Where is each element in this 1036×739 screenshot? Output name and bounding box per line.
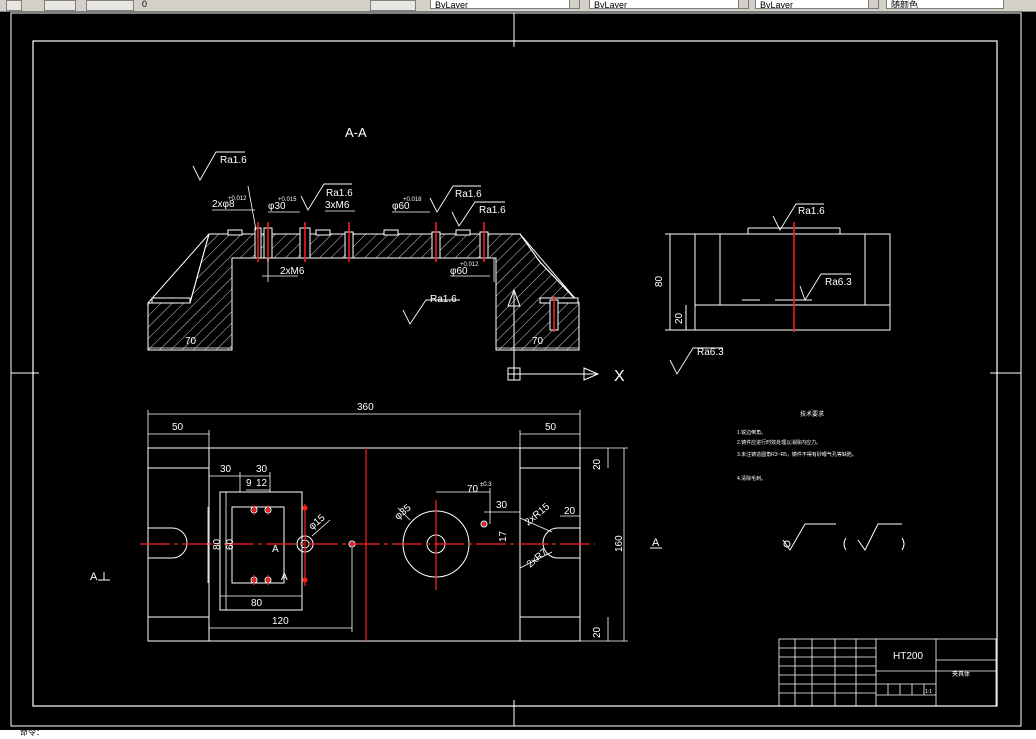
- roughness-label: Ra1.6: [455, 189, 482, 200]
- technical-notes: 技术要求 1.锐边倒角。 2.铸件应进行时效处理以消除内应力。 3.未注铸造圆角…: [737, 410, 857, 482]
- dim-17: 17: [498, 530, 509, 542]
- view-mark-a-left: A: [90, 571, 98, 583]
- lineweight-value: ByLayer: [760, 0, 794, 9]
- chevron-down-icon[interactable]: [868, 0, 878, 8]
- dim-overall-360: 360: [357, 402, 374, 413]
- roughness-label: Ra6.3: [825, 277, 852, 288]
- roughness-label: Ra6.3: [697, 347, 724, 358]
- dim-30: 30: [256, 464, 268, 475]
- dim-2xr15: 2xR15: [523, 501, 553, 528]
- dim-side-80: 80: [654, 275, 665, 287]
- layer-select[interactable]: 0: [142, 0, 148, 9]
- roughness-label: Ra1.6: [798, 206, 825, 217]
- view-mark-a-right: A: [652, 537, 660, 549]
- dim-phi15: φ15: [307, 512, 328, 532]
- layer-previous-button[interactable]: [370, 0, 416, 11]
- linetype-select[interactable]: ByLayer: [589, 0, 749, 9]
- dim-70: 70: [467, 484, 479, 495]
- plan-dimension-labels: 360 50 50 30 30 9 12 80 60 80 120 φ15 φ3…: [172, 402, 625, 638]
- side-view: [665, 227, 891, 331]
- dim-30-right: 30: [496, 500, 508, 511]
- roughness-labels: Ra1.6 Ra1.6 Ra1.6 Ra1.6 Ra1.6 Ra1.6 Ra6.…: [220, 155, 852, 358]
- roughness-label: Ra1.6: [430, 294, 457, 305]
- callout-3xm6: 3xM6: [325, 200, 350, 211]
- dim-right-50: 50: [545, 422, 557, 433]
- ucs-icon: [507, 288, 600, 381]
- view-arrows: [98, 547, 662, 581]
- layer-state-icons[interactable]: [44, 0, 76, 11]
- roughness-symbols: [192, 151, 851, 375]
- callout-2x8-tol: +0.012: [228, 196, 247, 202]
- layer-manager-button[interactable]: [6, 0, 22, 11]
- dim-phi35: φ35: [393, 502, 414, 522]
- title-part-name: 夹具体: [952, 670, 970, 678]
- plan-hole-dots: [252, 505, 486, 583]
- drawing-canvas[interactable]: A-A 2xφ8 +0.012 φ30: [0, 12, 1036, 739]
- dim-120: 120: [272, 616, 289, 627]
- dim-right-70: 70: [532, 336, 544, 347]
- callout-phi60b-tol: +0.012: [460, 262, 479, 268]
- notes-line: 3.未注铸造圆角R3~R5，铸件不得有砂眼气孔等缺陷。: [737, 451, 857, 458]
- centering-marks: [11, 13, 1021, 726]
- command-line[interactable]: [0, 730, 1036, 739]
- section-center-lines: [257, 222, 555, 332]
- callout-phi60b: φ60: [450, 266, 468, 277]
- dim-left-50: 50: [172, 422, 184, 433]
- callout-2x8: 2xφ8: [212, 199, 235, 210]
- properties-toolbar: 0 ByLayer ByLayer ByLayer 随颜色: [0, 0, 1036, 12]
- dim-80-horizontal: 80: [251, 598, 263, 609]
- dim-160: 160: [614, 535, 625, 552]
- roughness-label: Ra1.6: [326, 188, 353, 199]
- color-select[interactable]: ByLayer: [430, 0, 580, 9]
- linetype-value: ByLayer: [594, 0, 628, 9]
- dim-2xr7: 2xR7: [525, 547, 550, 571]
- command-prompt: 命令：: [20, 729, 44, 738]
- plan-center-lines: [140, 448, 595, 641]
- dim-60-vertical: 60: [225, 538, 236, 550]
- notes-line: 4.清除毛刺。: [737, 475, 766, 482]
- callout-phi30-tol: +0.015: [278, 197, 297, 203]
- dim-20-bottom: 20: [592, 626, 603, 638]
- dim-20: 20: [564, 506, 576, 517]
- dim-80-vertical: 80: [212, 538, 223, 550]
- general-roughness-symbol: [782, 523, 905, 551]
- title-block: [778, 638, 997, 707]
- dim-9: 9: [246, 478, 252, 489]
- callout-phi60-tol: +0.018: [403, 197, 422, 203]
- color-value: ByLayer: [435, 0, 469, 9]
- dim-20-top: 20: [592, 458, 603, 470]
- dim-12: 12: [256, 478, 268, 489]
- dim-side-20: 20: [674, 312, 685, 324]
- plan-dimension-lines: [147, 410, 628, 642]
- section-mark-a: A: [272, 544, 279, 555]
- title-material: HT200: [893, 651, 923, 662]
- section-callouts: 2xφ8 +0.012 φ30 +0.015 3xM6 φ60 +0.018 2…: [212, 196, 479, 277]
- notes-line: 1.锐边倒角。: [737, 429, 766, 436]
- dim-left-70: 70: [185, 336, 197, 347]
- notes-line: 2.铸件应进行时效处理以消除内应力。: [737, 439, 821, 446]
- plotstyle-select[interactable]: 随颜色: [886, 0, 1004, 9]
- dim-70-tol: ±0.3: [480, 482, 492, 488]
- outer-frame: [10, 12, 1022, 727]
- callout-leaders: [212, 185, 495, 282]
- lineweight-select[interactable]: ByLayer: [755, 0, 879, 9]
- dim-30: 30: [220, 464, 232, 475]
- notes-heading: 技术要求: [800, 410, 824, 418]
- plotstyle-value: 随颜色: [891, 0, 919, 9]
- chevron-down-icon[interactable]: [738, 0, 748, 8]
- section-mark-a: A: [281, 572, 288, 583]
- roughness-label: Ra1.6: [220, 155, 247, 166]
- section-title: A-A: [345, 125, 367, 140]
- callout-phi60: φ60: [392, 201, 410, 212]
- chevron-down-icon[interactable]: [569, 0, 579, 8]
- title-scale: 1:1: [925, 689, 932, 695]
- callout-2xm6: 2xM6: [280, 266, 305, 277]
- roughness-label: Ra1.6: [479, 205, 506, 216]
- callout-phi30: φ30: [268, 201, 286, 212]
- ucs-x-label: X: [614, 368, 625, 385]
- layer-toggle-icons[interactable]: [86, 0, 134, 11]
